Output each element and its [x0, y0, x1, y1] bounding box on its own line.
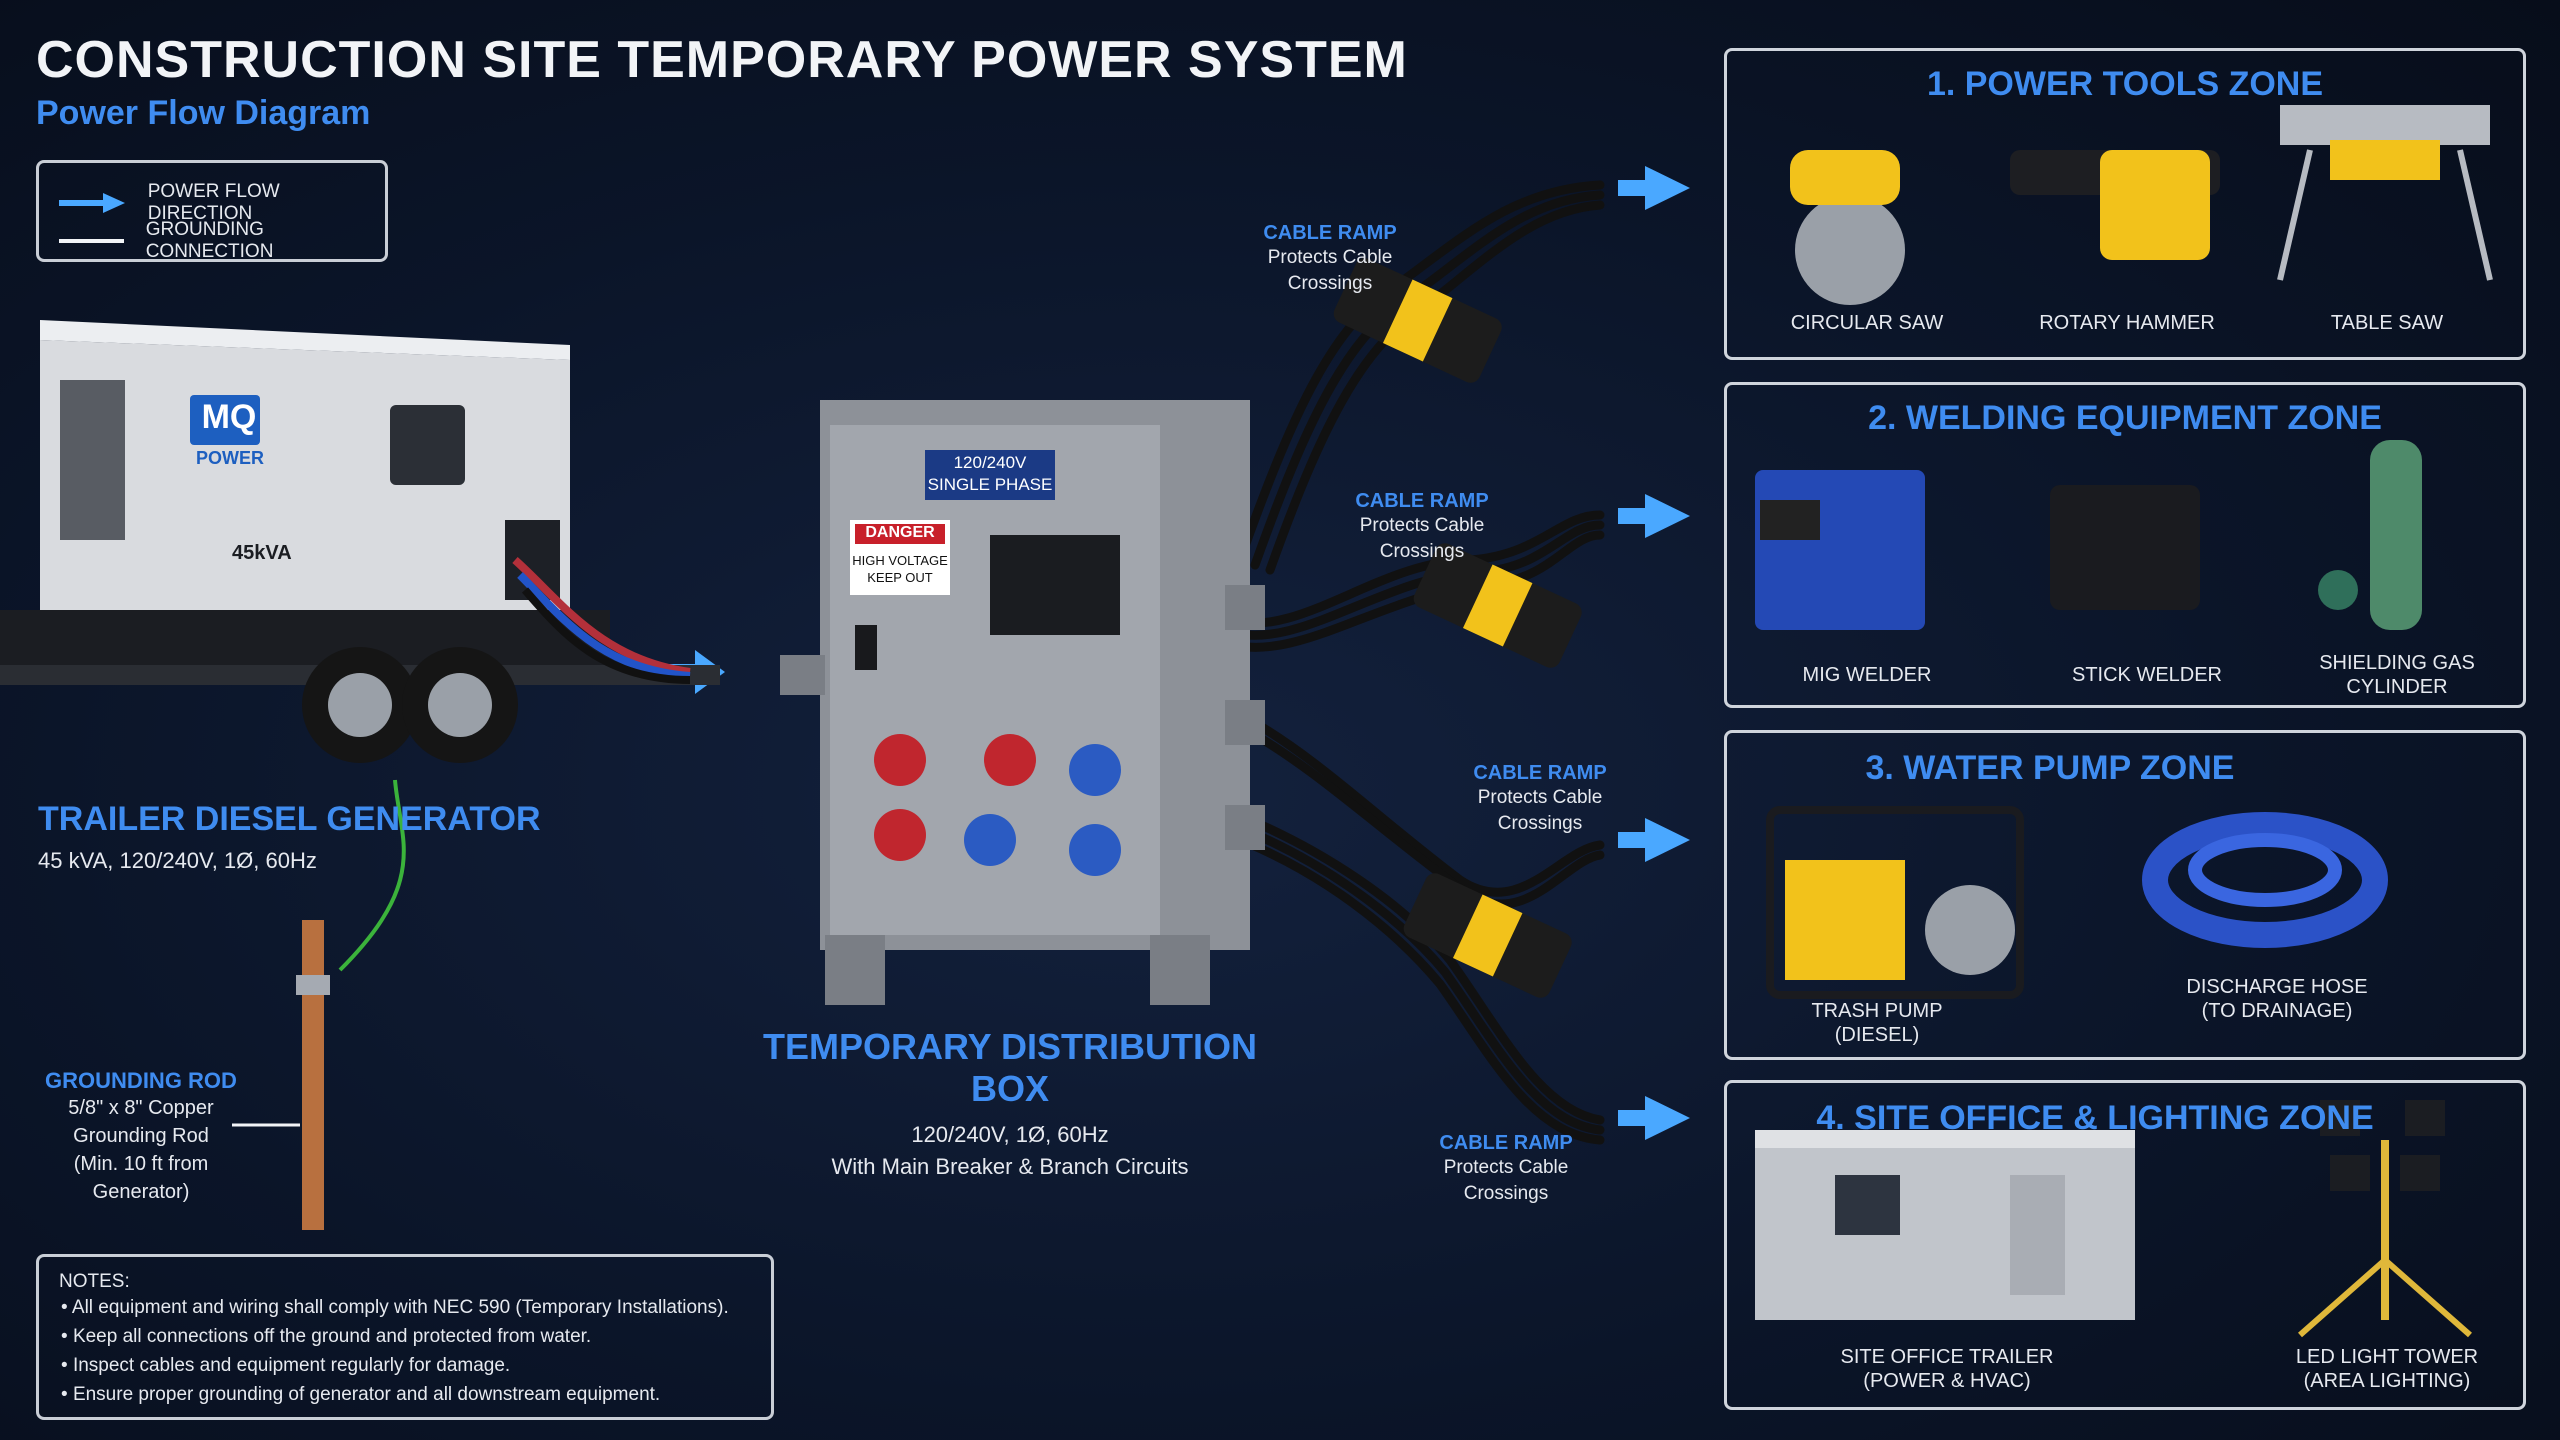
cable-ramp-label-2: CABLE RAMP Protects Cable Crossings [1332, 490, 1512, 565]
zone-welding: 2. WELDING EQUIPMENT ZONE MIG WELDER STI… [1724, 382, 2526, 708]
note-item: Ensure proper grounding of generator and… [61, 1380, 729, 1409]
distribution-box-label: TEMPORARY DISTRIBUTION BOX 120/240V, 1Ø,… [720, 1026, 1300, 1180]
note-item: Inspect cables and equipment regularly f… [61, 1351, 729, 1380]
label-office-trailer: SITE OFFICE TRAILER (POWER & HVAC) [1827, 1345, 2067, 1393]
grounding-rod-label: GROUNDING ROD 5/8" x 8" Copper Grounding… [26, 1068, 256, 1206]
label-table-saw: TABLE SAW [2287, 311, 2487, 335]
generator-spec: 45 kVA, 120/240V, 1Ø, 60Hz [38, 848, 317, 874]
label-rotary-hammer: ROTARY HAMMER [2027, 311, 2227, 335]
zone-site-office: 4. SITE OFFICE & LIGHTING ZONE SITE OFFI… [1724, 1080, 2526, 1410]
label-trash-pump: TRASH PUMP (DIESEL) [1777, 999, 1977, 1047]
box-sign: 120/240V SINGLE PHASE [925, 452, 1055, 496]
notes-title: NOTES: [59, 1271, 130, 1293]
label-discharge-hose: DISCHARGE HOSE (TO DRAINAGE) [2167, 975, 2387, 1023]
label-circular-saw: CIRCULAR SAW [1767, 311, 1967, 335]
danger-label: DANGER [855, 524, 945, 542]
note-item: All equipment and wiring shall comply wi… [61, 1293, 729, 1322]
generator-brand-sub: POWER [196, 448, 262, 469]
notes-box: NOTES: All equipment and wiring shall co… [36, 1254, 774, 1420]
arrow-icon [1618, 166, 1690, 210]
label-light-tower: LED LIGHT TOWER (AREA LIGHTING) [2277, 1345, 2497, 1393]
label-stick-welder: STICK WELDER [2047, 663, 2247, 687]
note-item: Keep all connections off the ground and … [61, 1322, 729, 1351]
label-gas-cylinder: SHIELDING GAS CYLINDER [2297, 651, 2497, 699]
arrow-icon [1618, 494, 1690, 538]
zone-water-pump: 3. WATER PUMP ZONE TRASH PUMP (DIESEL) D… [1724, 730, 2526, 1060]
generator-title: TRAILER DIESEL GENERATOR [38, 800, 541, 839]
cable-ramp-label-4: CABLE RAMP Protects Cable Crossings [1416, 1132, 1596, 1207]
warning-label: HIGH VOLTAGE KEEP OUT [850, 552, 950, 586]
label-mig-welder: MIG WELDER [1767, 663, 1967, 687]
generator-brand: MQ [196, 398, 262, 437]
notes-list: All equipment and wiring shall comply wi… [61, 1293, 729, 1409]
generator-graphic [0, 320, 720, 763]
cable-ramp-label-1: CABLE RAMP Protects Cable Crossings [1240, 222, 1420, 297]
generator-rating-plate: 45kVA [232, 542, 292, 565]
zone-power-tools: 1. POWER TOOLS ZONE CIRCULAR SAW ROTARY … [1724, 48, 2526, 360]
